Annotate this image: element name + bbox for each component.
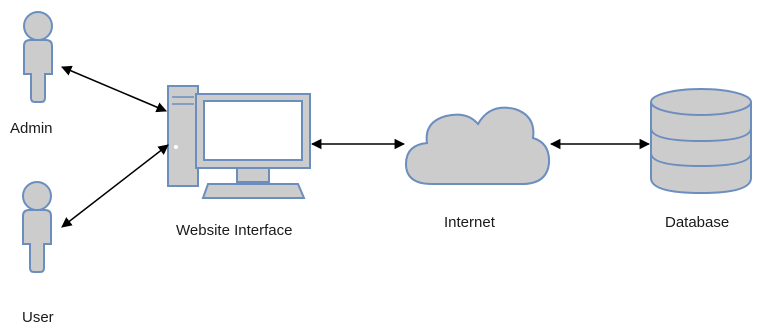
user-node: User — [22, 181, 54, 326]
internet-node: Internet — [404, 106, 551, 231]
website-interface-label: Website Interface — [176, 222, 292, 239]
cloud-icon — [404, 106, 551, 185]
internet-label: Internet — [444, 214, 496, 231]
connectors — [61, 65, 651, 228]
user-label: User — [22, 309, 54, 326]
admin-label: Admin — [10, 120, 53, 137]
database-label: Database — [665, 214, 729, 231]
edge-admin-website — [61, 65, 167, 113]
person-icon — [22, 181, 52, 273]
website-interface-node: Website Interface — [167, 85, 311, 239]
database-node: Database — [650, 88, 752, 231]
person-icon — [23, 11, 53, 103]
computer-icon — [167, 85, 311, 199]
admin-node: Admin — [10, 11, 53, 137]
edge-user-website — [61, 144, 169, 228]
database-icon — [650, 88, 752, 195]
